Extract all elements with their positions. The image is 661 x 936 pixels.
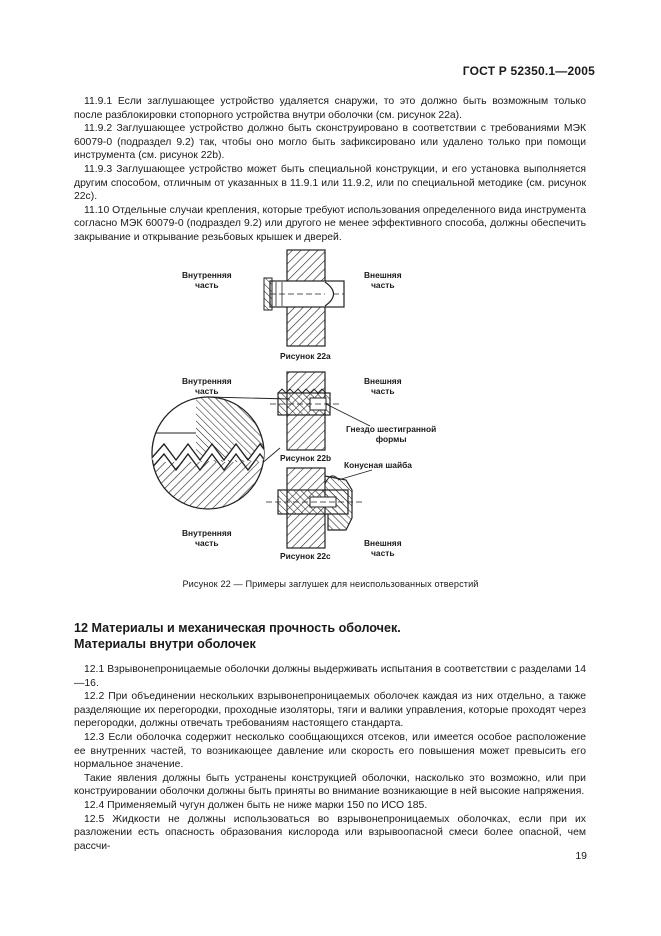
drawing-22a	[263, 249, 345, 347]
thread-detail-circle	[151, 396, 265, 510]
paragraph-12-2: 12.2 При объединении нескольких взрывоне…	[74, 691, 586, 730]
paragraph-11-9-3: 11.9.3 Заглушающее устройство может быть…	[74, 163, 586, 203]
paragraph-11-10: 11.10 Отдельные случаи крепления, которы…	[74, 204, 586, 243]
drawing-22b	[207, 371, 371, 510]
subcaption-22b: Рисунок 22b	[280, 453, 332, 463]
paragraph-11-9-2: 11.9.2 Заглушающее устройство должно быт…	[74, 123, 586, 162]
drawing-22c	[266, 467, 373, 549]
page-number: 19	[575, 850, 587, 862]
subcaption-22a: Рисунок 22а	[280, 351, 331, 361]
paragraphs-bottom: 12.1 Взрывонепроницаемые оболочки должны…	[74, 663, 586, 853]
section-12-title: 12 Материалы и механическая прочность об…	[74, 620, 594, 652]
subcaption-22c: Рисунок 22c	[280, 551, 331, 561]
figure-drawing	[151, 249, 373, 549]
section-title-line-2: Материалы внутри оболочек	[74, 637, 256, 651]
paragraph-12-5: 12.5 Жидкости не должны использоваться в…	[74, 813, 586, 852]
paragraph-12-4: 12.4 Применяемый чугун должен быть не ни…	[84, 799, 428, 811]
figure-caption: Рисунок 22 — Примеры заглушек для неиспо…	[182, 579, 479, 589]
paragraphs-top: 11.9.1 Если заглушающее устройство удаля…	[74, 95, 586, 245]
paragraph-12-3: 12.3 Если оболочка содержит несколько со…	[74, 731, 586, 771]
document-header: ГОСТ Р 52350.1—2005	[462, 64, 595, 78]
paragraph-12-1: 12.1 Взрывонепроницаемые оболочки должны…	[74, 664, 586, 689]
label-cone-washer: Конусная шайба	[344, 460, 412, 470]
paragraph-12-3-cont: Такие явления должны быть устранены конс…	[74, 772, 586, 798]
section-title-line-1: 12 Материалы и механическая прочность об…	[74, 621, 401, 635]
paragraph-11-9-1: 11.9.1 Если заглушающее устройство удаля…	[74, 96, 586, 121]
